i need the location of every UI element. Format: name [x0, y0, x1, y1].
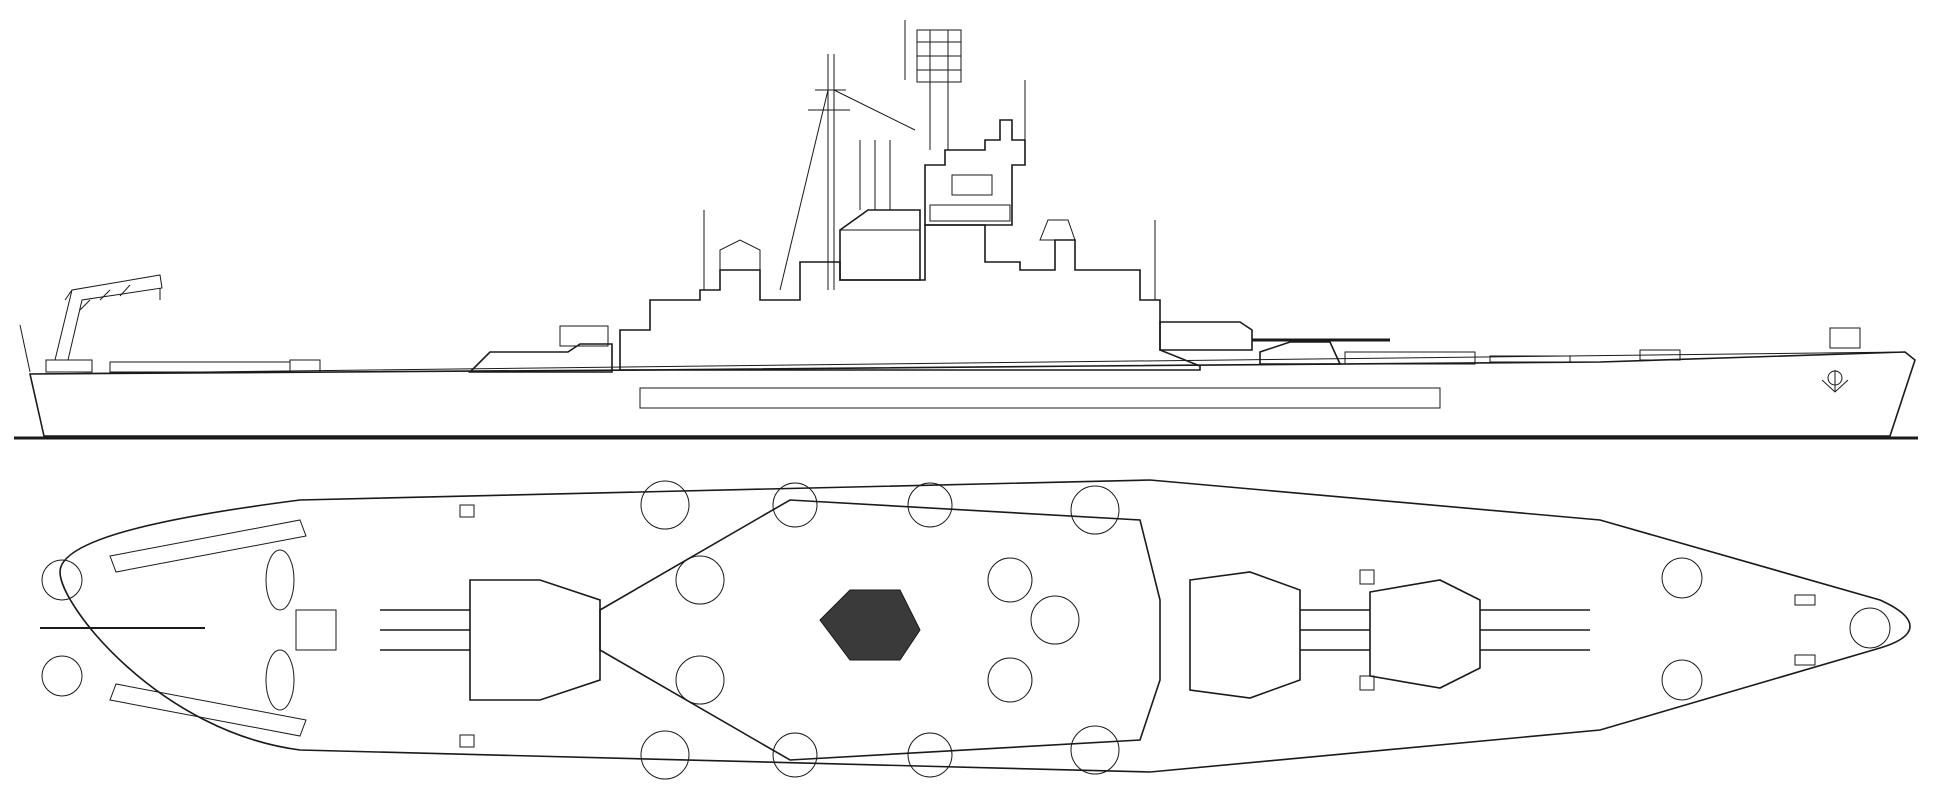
stern-gun-mounts [41, 559, 83, 697]
aerial-masts [703, 80, 1156, 300]
turret-3-profile [468, 343, 613, 373]
bow-gun-mounts [1661, 557, 1891, 701]
forward-tower [924, 119, 1026, 226]
superstructure [619, 224, 1201, 371]
battleship-deck-plan-icon [40, 479, 1911, 780]
anchor-icon [1821, 370, 1849, 393]
hull-side [29, 351, 1916, 437]
aircraft-crane [19, 274, 163, 373]
radar-antenna-icon [904, 20, 962, 150]
turret-3-plan [380, 579, 601, 701]
battleship-profile-icon [14, 20, 1918, 440]
secondary-mounts [640, 480, 1120, 780]
deck-outline [59, 479, 1911, 773]
turret-2-plan [1189, 571, 1370, 699]
turret-1-profile [1259, 341, 1342, 365]
turret-2-profile [1159, 321, 1253, 351]
funnel [839, 209, 921, 281]
catapult-starboard [109, 683, 307, 737]
catapult-port [109, 519, 307, 573]
superstructure-plan [599, 499, 1161, 761]
main-mast [779, 54, 916, 291]
turret-1-plan [1369, 579, 1590, 689]
funnel-opening [819, 589, 921, 661]
bow-jackstaff-fitting [1829, 327, 1861, 349]
deck-fittings [459, 504, 1816, 748]
armour-belt [639, 387, 1441, 409]
